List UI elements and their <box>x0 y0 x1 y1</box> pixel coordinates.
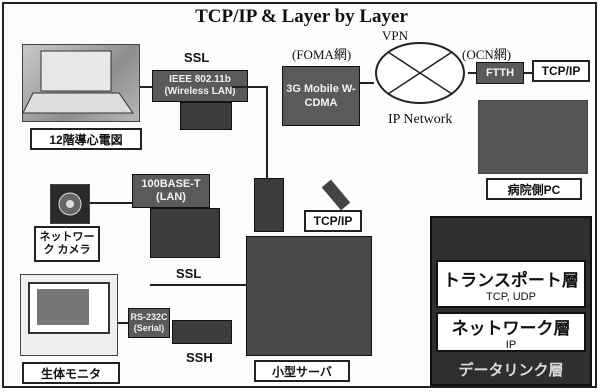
network-camera-caption: ネットワーク カメラ <box>34 226 100 262</box>
laptop-icon <box>22 50 134 114</box>
connector-monitor-rs232 <box>118 322 128 324</box>
network-layer-protocols: IP <box>505 338 517 351</box>
connector-wlan-right <box>232 86 266 88</box>
hospital-pc-caption: 病院側PC <box>486 178 582 200</box>
mobile-wcdma-box: 3G Mobile W-CDMA <box>282 66 360 126</box>
connector-ssl-server <box>150 284 246 286</box>
server-device-top <box>254 178 284 232</box>
bedside-monitor-photo <box>20 274 118 356</box>
laptop-ecg-photo <box>22 44 140 122</box>
foma-label: (FOMA網) <box>292 47 352 62</box>
network-camera-photo <box>50 184 90 224</box>
ssl-label-top: SSL <box>184 50 210 65</box>
transport-layer-title: トランスポート層 <box>443 270 579 290</box>
connector-wlan-down <box>266 86 268 178</box>
diagram-title: TCP/IP & Layer by Layer <box>195 6 408 27</box>
layer-legend: トランスポート層 TCP, UDP ネットワーク層 IP データリンク層 <box>430 216 592 386</box>
hospital-pc-photo <box>478 100 588 174</box>
diagram-frame: TCP/IP & Layer by Layer 12階導心電図 SSL IEEE… <box>2 2 597 388</box>
network-layer: ネットワーク層 IP <box>436 312 586 352</box>
center-tcpip-box: TCP/IP <box>304 210 362 232</box>
connector-ftth-tcpip <box>524 72 534 74</box>
ftth-box: FTTH <box>476 62 524 84</box>
connector-laptop-wlan <box>140 86 152 88</box>
ip-network-cloud <box>375 42 465 104</box>
network-layer-title: ネットワーク層 <box>451 318 571 338</box>
right-tcpip-box: TCP/IP <box>532 60 590 82</box>
bedside-monitor-caption: 生体モニタ <box>22 362 120 384</box>
camera-icon <box>58 192 82 216</box>
rs232c-box: RS-232C (Serial) <box>128 308 170 338</box>
ssh-label: SSH <box>186 350 213 365</box>
ssl-label-mid: SSL <box>176 266 202 281</box>
connector-camera-lan <box>90 202 132 204</box>
lan-device <box>150 208 220 258</box>
datalink-layer-title: データリンク層 <box>458 361 564 379</box>
transport-layer: トランスポート層 TCP, UDP <box>436 260 586 308</box>
wireless-lan-device <box>180 102 232 130</box>
small-server <box>246 236 372 356</box>
connector-mobile-vpn <box>360 82 374 84</box>
monitor-icon <box>28 282 110 334</box>
ip-network-label: IP Network <box>388 112 453 127</box>
laptop-ecg-caption: 12階導心電図 <box>30 128 142 150</box>
vpn-label: VPN <box>382 28 409 43</box>
connector-vpn-ftth <box>468 72 476 74</box>
rs232c-cable <box>172 320 232 344</box>
small-server-caption: 小型サーバ <box>254 360 350 382</box>
ocn-label: (OCN網) <box>462 47 512 62</box>
transport-layer-protocols: TCP, UDP <box>486 290 536 303</box>
lan-box: 100BASE-T (LAN) <box>132 174 210 208</box>
phone-icon <box>321 179 351 211</box>
